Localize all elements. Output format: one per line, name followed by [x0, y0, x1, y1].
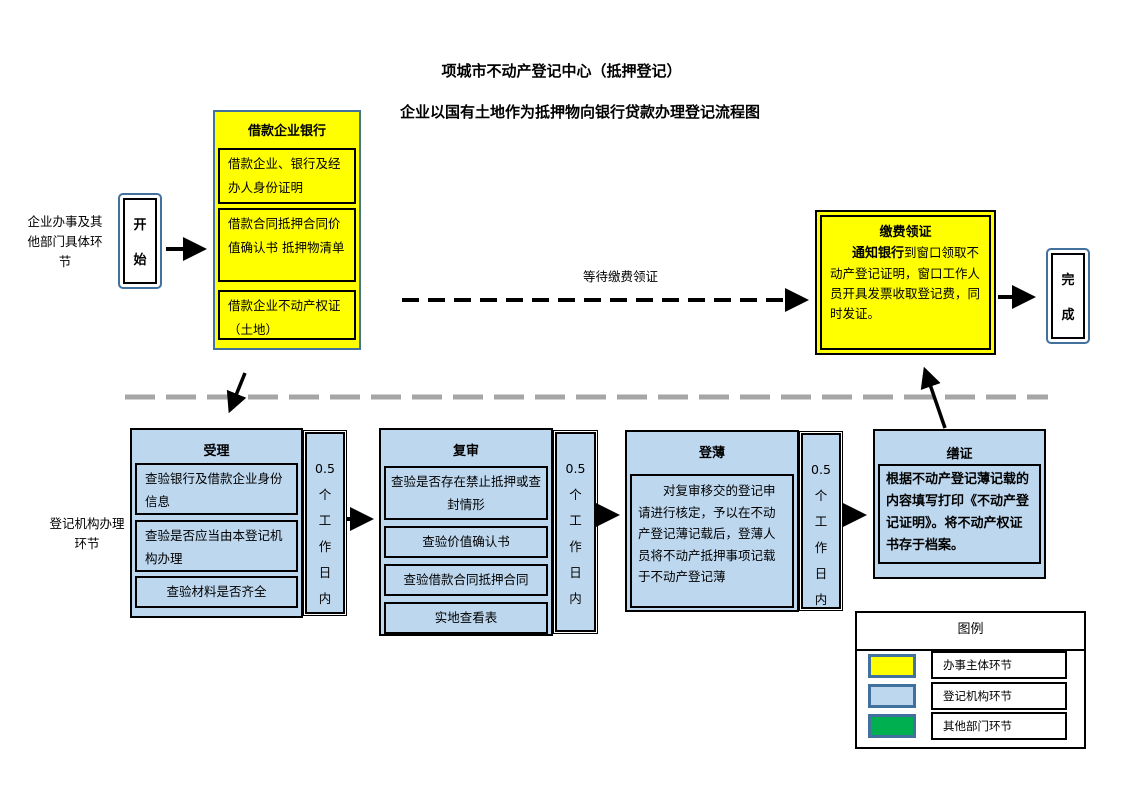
finish-char-1: 完: [1061, 273, 1075, 288]
step-review-duration: 0.5 个 工 作 日 内: [553, 430, 598, 634]
duration-line: 工: [318, 513, 332, 528]
duration-line: 0.5: [565, 461, 586, 476]
borrower-bank-title: 借款企业银行: [247, 124, 326, 139]
sub-title: 企业以国有土地作为抵押物向银行贷款办理登记流程图: [399, 103, 760, 121]
finish-terminal: 完 成: [1046, 248, 1090, 344]
step-review-title: 复审: [452, 444, 479, 459]
duration-line: 作: [814, 540, 828, 555]
legend: 图例 办事主体环节 登记机构环节 其他部门环节: [855, 611, 1086, 749]
step-certify-item-1: 根据不动产登记薄记载的内容填写打印《不动产登记证明》。将不动产权证书存于档案。: [878, 464, 1041, 564]
lane-label-top: 企业办事及其他部门具体环节: [27, 214, 103, 269]
duration-line: 个: [814, 488, 828, 503]
step-certify-title: 缮证: [946, 447, 973, 462]
fee-text: 到窗口领取不动产登记证明，窗口工作人员开具发票收取登记费，同时发证。: [830, 245, 981, 321]
duration-line: 内: [569, 591, 582, 606]
duration-line: 工: [569, 513, 582, 528]
start-terminal: 开 始: [118, 193, 162, 289]
duration-line: 内: [318, 591, 332, 606]
duration-line: 作: [569, 539, 582, 554]
step-register-title: 登薄: [698, 446, 725, 461]
legend-swatch-blue: [868, 684, 916, 708]
step-review-item-2: 查验价值确认书: [384, 526, 548, 558]
borrower-doc-certificate: 借款企业不动产权证（土地）: [218, 290, 356, 340]
step-certify: 缮证 根据不动产登记薄记载的内容填写打印《不动产登记证明》。将不动产权证书存于档…: [873, 429, 1046, 579]
duration-line: 日: [814, 566, 828, 581]
duration-line: 内: [814, 592, 828, 607]
duration-line: 日: [569, 565, 582, 580]
step-accept: 受理 查验银行及借款企业身份信息 查验是否应当由本登记机构办理 查验材料是否齐全: [130, 428, 303, 618]
finish-char-2: 成: [1061, 308, 1075, 323]
step-review-item-1: 查验是否存在禁止抵押或查封情形: [384, 466, 548, 520]
step-register-item-1: 对复审移交的登记申请进行核定，予以在不动产登记薄记载后，登薄人员将不动产抵押事项…: [630, 474, 794, 608]
legend-swatch-yellow: [868, 654, 916, 678]
duration-line: 0.5: [315, 461, 335, 476]
step-accept-item-3: 查验材料是否齐全: [135, 576, 298, 608]
step-register: 登薄 对复审移交的登记申请进行核定，予以在不动产登记薄记载后，登薄人员将不动产抵…: [625, 430, 799, 612]
duration-line: 个: [318, 487, 332, 502]
lane-label-bottom: 登记机构办理环节: [49, 516, 125, 551]
step-review-item-3: 查验借款合同抵押合同: [384, 564, 548, 596]
fee-bold-lead: 通知银行: [852, 246, 905, 261]
main-title: 项城市不动产登记中心（抵押登记）: [441, 62, 682, 80]
borrower-doc-contract: 借款合同抵押合同价值确认书 抵押物清单: [218, 208, 356, 282]
step-review-item-4: 实地查看表: [384, 602, 548, 634]
fee-collection-box: 缴费领证 通知银行到窗口领取不动产登记证明，窗口工作人员开具发票收取登记费，同时…: [815, 210, 996, 355]
duration-line: 0.5: [811, 462, 831, 477]
step-accept-title: 受理: [203, 444, 230, 459]
arrow-certify-to-fee: [920, 366, 947, 429]
borrower-bank-group: 借款企业银行 借款企业、银行及经办人身份证明 借款合同抵押合同价值确认书 抵押物…: [213, 110, 361, 350]
fee-description: 通知银行到窗口领取不动产登记证明，窗口工作人员开具发票收取登记费，同时发证。: [830, 243, 981, 324]
borrower-doc-identity: 借款企业、银行及经办人身份证明: [218, 148, 356, 204]
duration-line: 作: [318, 539, 332, 554]
legend-label-registry: 登记机构环节: [931, 682, 1067, 710]
step-register-duration: 0.5 个 工 作 日 内: [799, 431, 843, 611]
legend-label-other: 其他部门环节: [931, 712, 1067, 740]
duration-line: 个: [569, 487, 582, 502]
start-char-1: 开: [133, 218, 147, 233]
step-accept-duration: 0.5 个 工 作 日 内: [303, 430, 347, 616]
arrow-borrower-to-accept: [226, 372, 247, 414]
step-review: 复审 查验是否存在禁止抵押或查封情形 查验价值确认书 查验借款合同抵押合同 实地…: [379, 428, 553, 636]
start-char-2: 始: [133, 253, 147, 268]
step-accept-item-1: 查验银行及借款企业身份信息: [135, 463, 298, 515]
waiting-label: 等待缴费领证: [583, 269, 659, 284]
duration-line: 日: [318, 565, 332, 580]
step-accept-item-2: 查验是否应当由本登记机构办理: [135, 520, 298, 572]
legend-label-applicant: 办事主体环节: [931, 651, 1067, 679]
legend-title: 图例: [857, 613, 1084, 651]
duration-line: 工: [814, 514, 828, 529]
legend-swatch-green: [868, 714, 916, 738]
fee-title: 缴费领证: [879, 225, 932, 240]
